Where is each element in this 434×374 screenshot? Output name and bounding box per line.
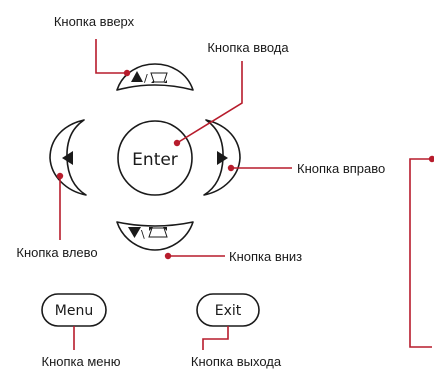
- label-down: Кнопка вниз: [229, 249, 302, 264]
- leader-dot-right: [227, 164, 235, 172]
- leader-dot-enter: [173, 139, 181, 147]
- leader-dot-up: [123, 69, 131, 77]
- enter-button-label: Enter: [132, 150, 178, 170]
- label-enter: Кнопка ввода: [207, 40, 289, 55]
- leader-dot-left: [56, 172, 64, 180]
- exit-button-label: Exit: [215, 303, 242, 319]
- leader-exit: [202, 326, 229, 350]
- menu-button-label: Menu: [55, 303, 93, 319]
- label-right: Кнопка вправо: [297, 161, 385, 176]
- enter-button[interactable]: Enter: [117, 120, 193, 196]
- leader-lines: [59, 39, 432, 350]
- right-button[interactable]: [203, 119, 241, 196]
- exit-button[interactable]: Exit: [196, 293, 260, 327]
- label-left: Кнопка влево: [16, 245, 97, 260]
- up-icon: /: [131, 71, 168, 85]
- label-up: Кнопка вверх: [54, 14, 135, 29]
- label-menu: Кнопка меню: [42, 354, 121, 369]
- up-button[interactable]: /: [116, 63, 194, 91]
- svg-text:/: /: [144, 72, 148, 85]
- left-icon: [62, 151, 73, 165]
- leader-up: [95, 39, 127, 74]
- leader-dot-bracket: [428, 155, 434, 163]
- svg-text:\: \: [141, 228, 145, 241]
- menu-button[interactable]: Menu: [41, 293, 107, 327]
- down-icon: \: [128, 227, 168, 241]
- label-exit: Кнопка выхода: [191, 354, 282, 369]
- left-button[interactable]: [49, 119, 87, 196]
- leader-dots: [56, 69, 434, 260]
- down-button[interactable]: \: [116, 221, 194, 251]
- leader-dot-down: [164, 252, 172, 260]
- leader-bracket: [409, 158, 432, 348]
- leader-enter: [176, 61, 243, 144]
- right-icon: [217, 151, 228, 165]
